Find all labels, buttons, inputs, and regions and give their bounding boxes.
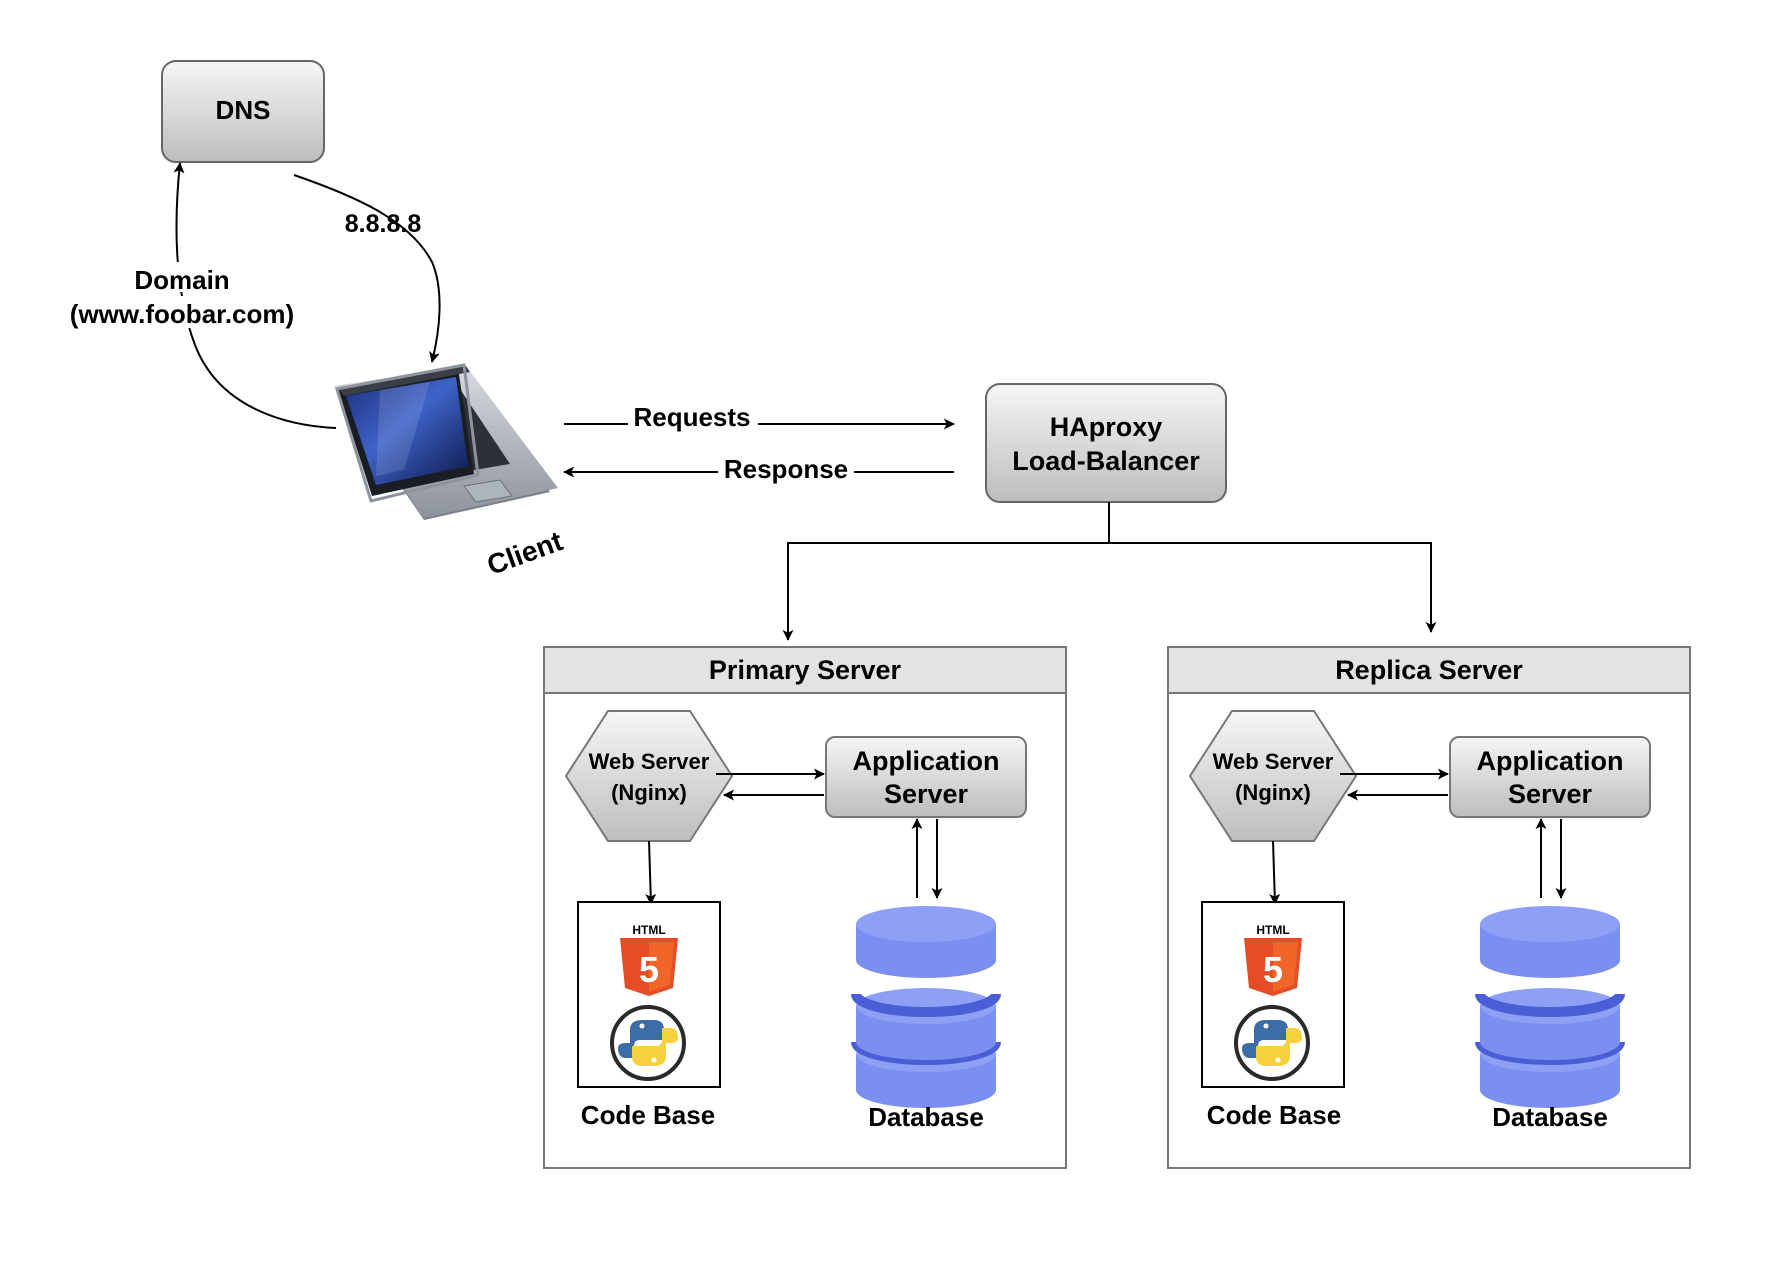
- html5-icon: HTML 5: [620, 923, 678, 996]
- svg-text:5: 5: [1263, 949, 1283, 990]
- svg-text:HTML: HTML: [632, 923, 665, 937]
- dns-to-client-edge: [293, 174, 441, 363]
- requests-label: Requests: [633, 402, 750, 432]
- html5-icon: HTML 5: [1244, 923, 1302, 996]
- primary-app-server-line2: Server: [884, 779, 969, 809]
- primary-database-icon[interactable]: [851, 906, 1001, 1108]
- response-label: Response: [724, 454, 848, 484]
- replica-database-label: Database: [1492, 1102, 1608, 1132]
- primary-server-title: Primary Server: [709, 655, 902, 685]
- replica-server-title: Replica Server: [1335, 655, 1523, 685]
- client-label: Client: [483, 525, 567, 581]
- dns-response-label: 8.8.8.8: [345, 210, 422, 238]
- primary-web-to-code-edge: [645, 840, 657, 905]
- svg-text:HTML: HTML: [1256, 923, 1289, 937]
- lb-to-primary-edge: [782, 502, 1110, 641]
- client-to-dns-edge: [173, 162, 337, 429]
- replica-code-base: HTML 5: [1201, 901, 1345, 1088]
- replica-app-server-line2: Server: [1508, 779, 1593, 809]
- replica-app-server-line1: Application: [1477, 746, 1624, 776]
- primary-web-server-name: Web Server: [589, 749, 710, 774]
- dns-label: DNS: [216, 95, 271, 125]
- replica-database-icon[interactable]: [1475, 906, 1625, 1108]
- primary-code-base: HTML 5: [577, 901, 721, 1088]
- laptop-icon[interactable]: [334, 363, 558, 520]
- primary-web-server-software: (Nginx): [611, 780, 687, 805]
- load-balancer-node[interactable]: HAproxy Load-Balancer: [985, 383, 1227, 503]
- domain-query-label: Domain: [134, 265, 229, 295]
- domain-name-label: (www.foobar.com): [70, 299, 294, 329]
- primary-app-server-line1: Application: [853, 746, 1000, 776]
- replica-web-server-software: (Nginx): [1235, 780, 1311, 805]
- python-icon: [1234, 1005, 1310, 1081]
- primary-database-label: Database: [868, 1102, 984, 1132]
- load-balancer-type: Load-Balancer: [1012, 446, 1200, 476]
- primary-code-base-label: Code Base: [581, 1100, 715, 1130]
- replica-web-to-code-edge: [1269, 840, 1281, 905]
- replica-code-base-label: Code Base: [1207, 1100, 1341, 1130]
- primary-server: Primary Server Web Server (Nginx) Applic…: [543, 646, 1067, 1169]
- replica-app-server-node[interactable]: Application Server: [1449, 736, 1651, 818]
- lb-to-replica-edge: [1109, 542, 1437, 633]
- svg-text:5: 5: [639, 949, 659, 990]
- primary-web-server-node[interactable]: Web Server (Nginx): [564, 710, 734, 842]
- load-balancer-name: HAproxy: [1050, 412, 1163, 442]
- primary-app-server-node[interactable]: Application Server: [825, 736, 1027, 818]
- replica-server: Replica Server Web Server (Nginx) Applic…: [1167, 646, 1691, 1169]
- replica-web-server-name: Web Server: [1213, 749, 1334, 774]
- replica-web-server-node[interactable]: Web Server (Nginx): [1188, 710, 1358, 842]
- python-icon: [610, 1005, 686, 1081]
- dns-node[interactable]: DNS: [161, 60, 325, 163]
